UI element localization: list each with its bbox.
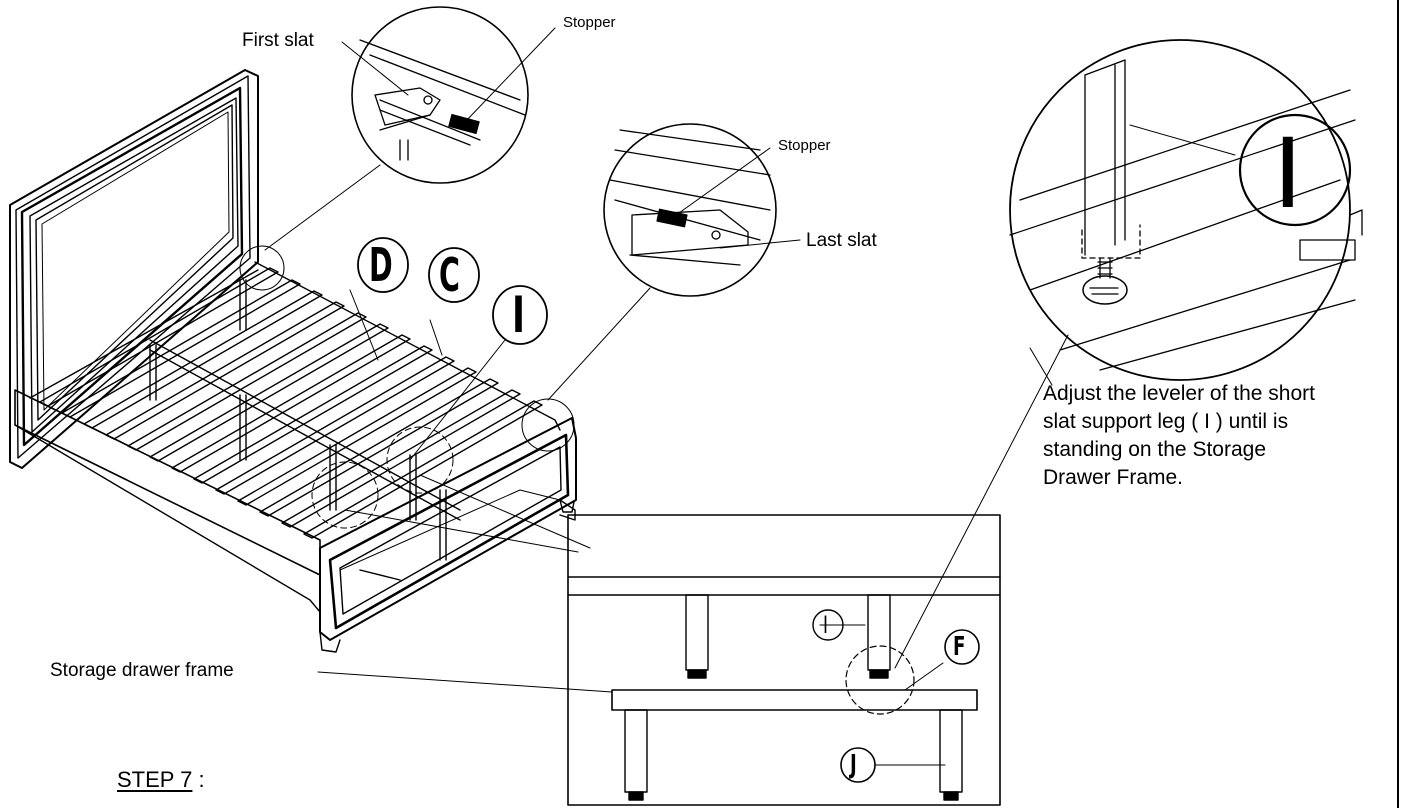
step-label: STEP 7	[117, 767, 193, 792]
detail-leveler-zoom	[1009, 39, 1363, 381]
leader-lines-elevation	[317, 289, 946, 766]
step-suffix: :	[192, 767, 205, 792]
step-heading: STEP 7 :	[117, 767, 205, 793]
leader-lines-top	[264, 27, 556, 251]
instruction-line-3: standing on the Storage	[1043, 438, 1267, 461]
detail-circle-leg-2	[386, 426, 454, 494]
part-letter-c: C	[439, 248, 460, 302]
label-stopper-top: Stopper	[563, 14, 616, 31]
part-letter-f: F	[953, 632, 966, 662]
instruction-line-4: Drawer Frame.	[1043, 466, 1184, 489]
part-letter-j: J	[850, 750, 857, 780]
instruction-text: Adjust the leveler of the short slat sup…	[1043, 380, 1315, 492]
label-storage-drawer-frame: Storage drawer frame	[50, 660, 234, 681]
detail-first-slat	[351, 6, 529, 184]
bubble-f	[944, 629, 980, 665]
slats	[39, 267, 543, 539]
bubble-i-main	[492, 285, 548, 345]
headboard	[9, 69, 259, 469]
label-first-slat: First slat	[242, 30, 314, 51]
detail-circle-first-slat	[239, 245, 285, 291]
leader-lines-right	[547, 147, 801, 401]
detail-circle-last-slat	[521, 398, 575, 452]
bubble-c	[428, 247, 480, 303]
bed-illustration	[9, 69, 577, 653]
part-letter-i-main: I	[512, 286, 526, 344]
instruction-line-1: Adjust the leveler of the short	[1043, 382, 1315, 405]
headboard-panel	[41, 111, 230, 411]
part-letter-d: D	[369, 238, 393, 292]
label-last-slat: Last slat	[806, 230, 877, 251]
part-letter-i-detail: I	[823, 611, 828, 639]
part-bubbles	[357, 237, 980, 783]
instruction-line-2: slat support leg ( I ) until is	[1043, 410, 1289, 433]
label-stopper-right: Stopper	[778, 137, 831, 154]
elevation-box	[567, 514, 1001, 806]
leader-lines-zoom	[894, 334, 1069, 669]
elevation-view	[567, 514, 1001, 806]
part-letter-i-zoom: I	[1278, 118, 1298, 230]
detail-last-slat	[603, 123, 777, 297]
bubble-d	[357, 237, 409, 293]
bubble-j	[840, 747, 876, 783]
detail-circle-leg	[311, 461, 379, 529]
bubble-i-detail	[812, 609, 844, 641]
